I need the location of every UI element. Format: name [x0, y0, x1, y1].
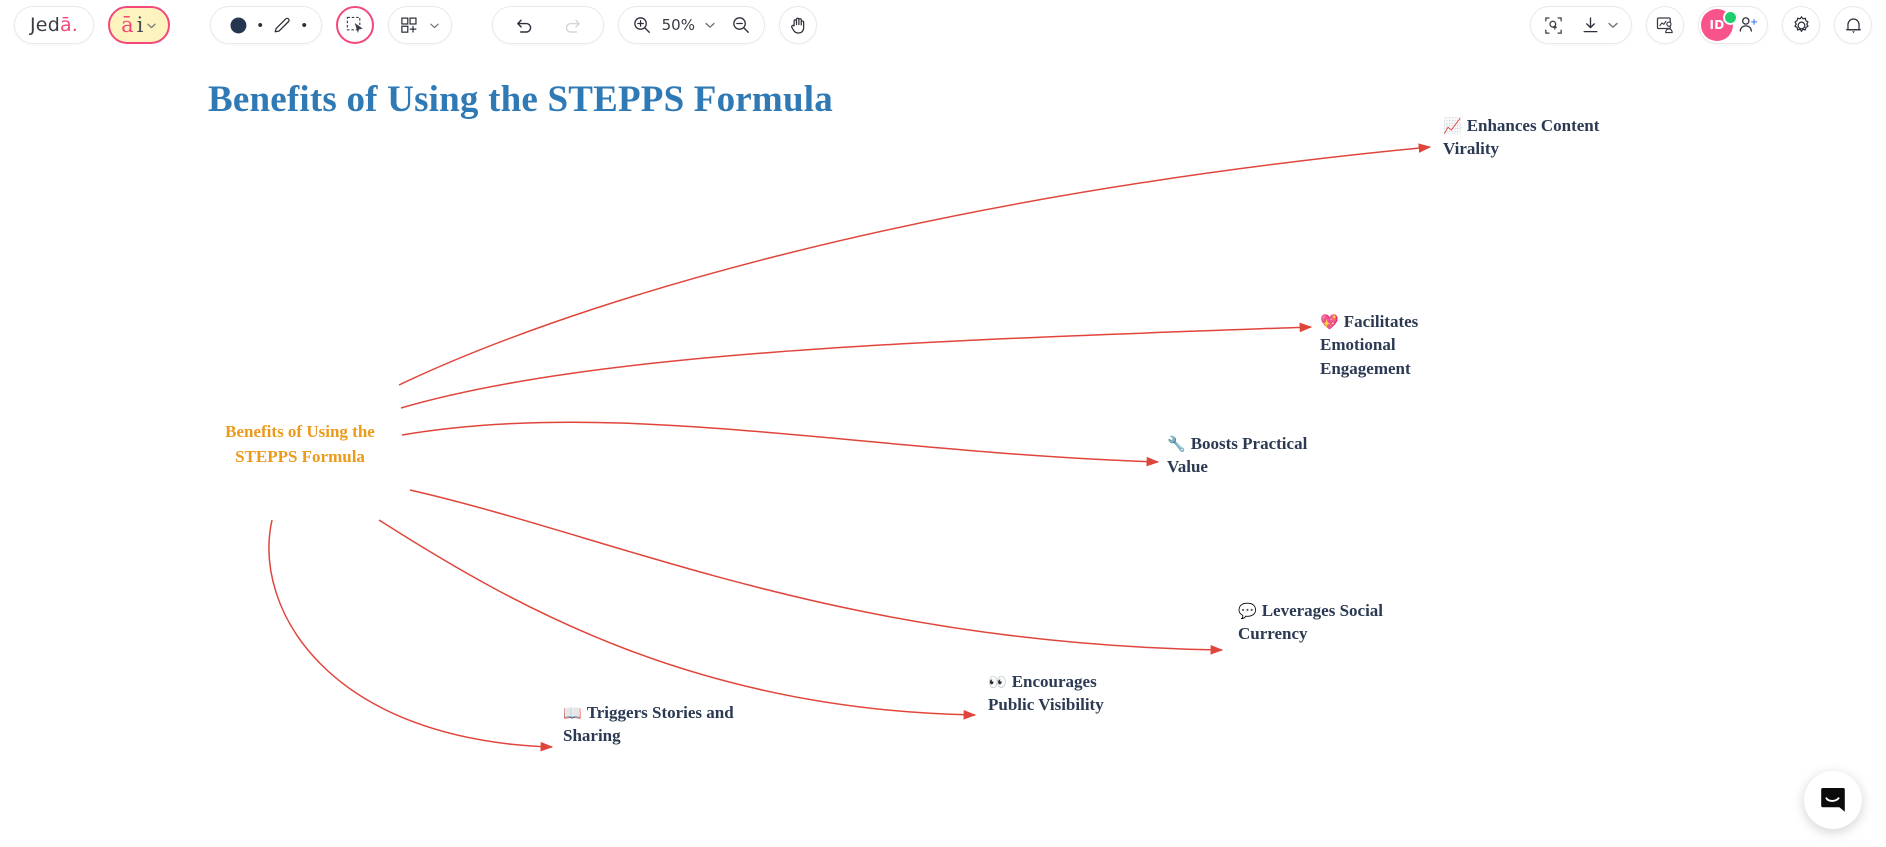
branch-label: Encourages Public Visibility — [988, 672, 1104, 715]
frame-add-icon — [400, 16, 419, 35]
pen-color-dot[interactable]: • — [301, 16, 307, 34]
mindmap-branch-boosts-practical-value[interactable]: 🔧Boosts Practical Value — [1167, 432, 1347, 479]
export-group — [1530, 6, 1632, 44]
settings-button[interactable] — [1782, 6, 1820, 44]
branch-label: Leverages Social Currency — [1238, 601, 1384, 644]
mindmap-branch-facilitates-emotional-engagement[interactable]: 💖Facilitates Emotional Engagement — [1320, 310, 1460, 380]
chevron-down-icon — [429, 20, 440, 31]
mindmap-branch-enhances-content-virality[interactable]: 📈Enhances Content Virality — [1443, 114, 1658, 161]
gear-icon — [1791, 15, 1812, 36]
undo-button[interactable] — [509, 10, 539, 40]
ai-assistant-button[interactable]: ā i — [108, 6, 171, 44]
bell-icon — [1843, 15, 1864, 36]
shape-tool-button[interactable] — [223, 10, 253, 40]
zoom-controls: 50% — [618, 6, 766, 44]
intercom-chat-launcher[interactable] — [1804, 771, 1862, 829]
mindmap-root-node[interactable]: Benefits of Using the STEPPS Formula — [225, 422, 375, 466]
speech-balloon-emoji: 💬 — [1238, 602, 1257, 620]
chevron-down-icon[interactable] — [704, 19, 716, 31]
draw-tools-group: • • — [210, 6, 323, 44]
pen-tool-button[interactable] — [267, 10, 297, 40]
redo-icon — [562, 15, 583, 36]
chevron-down-icon — [146, 20, 157, 31]
logo-text: Jed — [30, 14, 60, 36]
mindmap-branch-triggers-stories-and-sharing[interactable]: 📖Triggers Stories and Sharing — [563, 701, 743, 748]
logo-accent: ā. — [59, 14, 79, 36]
branch-label: Boosts Practical Value — [1167, 434, 1308, 477]
eyes-emoji: 👀 — [988, 673, 1007, 691]
snapshot-button[interactable] — [1543, 15, 1564, 36]
wrench-emoji: 🔧 — [1167, 435, 1186, 453]
branch-label: Facilitates Emotional Engagement — [1320, 312, 1419, 378]
hand-tool-button[interactable] — [779, 6, 818, 44]
presentation-icon — [1655, 15, 1676, 36]
add-user-button[interactable] — [1737, 14, 1759, 36]
present-button[interactable] — [1646, 6, 1684, 44]
pen-icon — [272, 15, 292, 35]
chart-increasing-emoji: 📈 — [1443, 117, 1462, 135]
select-tool-button[interactable] — [336, 6, 375, 44]
chevron-down-icon[interactable] — [1607, 19, 1619, 31]
presence-online-dot — [1723, 10, 1738, 25]
select-cursor-icon — [345, 15, 366, 36]
mindmap-branch-encourages-public-visibility[interactable]: 👀Encourages Public Visibility — [988, 670, 1136, 717]
hand-icon — [788, 15, 809, 36]
ai-label-i: i — [136, 12, 144, 37]
notifications-button[interactable] — [1834, 6, 1872, 44]
collaborators-group: ID — [1698, 6, 1768, 44]
history-group — [492, 6, 605, 44]
branch-label: Enhances Content Virality — [1443, 116, 1600, 159]
download-button[interactable] — [1580, 15, 1601, 36]
toolbar-right-group: ID — [1530, 0, 1872, 50]
shape-color-dot[interactable]: • — [257, 16, 263, 34]
zoom-level-value[interactable]: 50% — [661, 16, 695, 34]
frame-tools-group[interactable] — [388, 6, 453, 44]
branch-label: Triggers Stories and Sharing — [563, 703, 734, 746]
redo-button[interactable] — [557, 10, 587, 40]
circle-shape-icon — [229, 16, 248, 35]
undo-icon — [514, 15, 535, 36]
zoom-in-button[interactable] — [632, 15, 652, 35]
chat-smile-icon — [1818, 785, 1848, 815]
open-book-emoji: 📖 — [563, 704, 582, 722]
ai-label-a: ā — [121, 12, 134, 37]
page-title[interactable]: Benefits of Using the STEPPS Formula — [208, 79, 833, 120]
whiteboard-canvas[interactable]: Benefits of Using the STEPPS Formula Ben… — [0, 50, 1886, 847]
mindmap-branch-leverages-social-currency[interactable]: 💬Leverages Social Currency — [1238, 599, 1433, 646]
zoom-out-button[interactable] — [731, 15, 751, 35]
sparkling-heart-emoji: 💖 — [1320, 313, 1339, 331]
